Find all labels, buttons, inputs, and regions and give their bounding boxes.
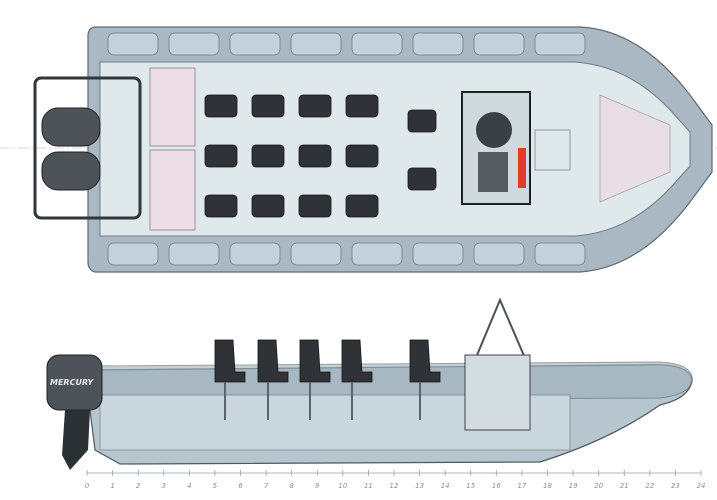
passenger-seat [345, 144, 379, 168]
deck [99, 61, 691, 237]
passenger-seat [298, 94, 332, 118]
jockey-seat-side [299, 339, 331, 383]
tube-chamber [534, 242, 586, 266]
tube-chamber [412, 32, 464, 56]
ruler-tick-label: 2 [136, 482, 141, 490]
ruler-tick-label: 9 [315, 482, 320, 490]
outboard-engine-top-1 [41, 107, 101, 147]
ruler-tick-label: 12 [390, 482, 399, 490]
ruler-tick-label: 19 [569, 482, 578, 490]
tube-chamber [351, 32, 403, 56]
ruler-tick-label: 21 [620, 482, 629, 490]
tube-chamber [229, 242, 281, 266]
tube-chamber [351, 242, 403, 266]
passenger-seat [204, 194, 238, 218]
passenger-seat [251, 194, 285, 218]
passenger-seat [345, 94, 379, 118]
tube-chamber [168, 242, 220, 266]
tube-chamber [168, 32, 220, 56]
passenger-seat [204, 144, 238, 168]
engine-brand-label: MERCURY [50, 378, 94, 387]
jockey-seat-side [214, 339, 246, 383]
ruler-tick-label: 8 [289, 482, 294, 490]
ruler-tick-label: 23 [671, 482, 680, 490]
ruler-tick-label: 10 [338, 482, 347, 490]
ruler-tick-label: 24 [697, 482, 706, 490]
helm-seat [407, 109, 437, 133]
passenger-seat [298, 144, 332, 168]
ruler-tick-label: 6 [238, 482, 243, 490]
ruler-tick-label: 1 [110, 482, 114, 490]
passenger-seat [251, 94, 285, 118]
bow-deck [599, 94, 671, 203]
ruler-tick-label: 22 [645, 482, 654, 490]
tube-chamber [107, 242, 159, 266]
tube-chamber [534, 32, 586, 56]
bow-locker [534, 129, 571, 171]
ruler-tick-label: 0 [85, 482, 90, 490]
ruler-tick-label: 17 [517, 482, 526, 490]
engine-leg [62, 410, 90, 470]
passenger-seat [298, 194, 332, 218]
passenger-seat [345, 194, 379, 218]
ruler-tick-label: 20 [594, 482, 603, 490]
jockey-seat-side [341, 339, 373, 383]
ruler-tick-label: 18 [543, 482, 552, 490]
console-side [464, 354, 531, 431]
red-equipment [518, 148, 526, 188]
ruler-tick-label: 14 [441, 482, 450, 490]
ruler-tick-label: 7 [264, 482, 269, 490]
ruler-tick-label: 11 [364, 482, 373, 490]
tube-chamber [473, 32, 525, 56]
ruler-tick-label: 3 [162, 482, 166, 490]
tube-chamber [107, 32, 159, 56]
ruler-tick-label: 5 [213, 482, 218, 490]
tube-chamber [290, 242, 342, 266]
passenger-seat [204, 94, 238, 118]
transom-frame [33, 76, 142, 220]
tube-chamber [229, 32, 281, 56]
passenger-seat [251, 144, 285, 168]
stern-panel-bottom [149, 149, 196, 231]
jockey-seat-side [409, 339, 441, 383]
ruler-tick-label: 13 [415, 482, 424, 490]
tube-chamber [412, 242, 464, 266]
tube-side [84, 361, 693, 401]
side-view: MERCURY [46, 297, 693, 470]
tube-chamber [290, 32, 342, 56]
jockey-seat-side [257, 339, 289, 383]
outboard-engine-top-2 [41, 151, 101, 191]
mast-frame [474, 297, 526, 361]
ruler-tick-label: 15 [466, 482, 475, 490]
ruler-tick-label: 4 [187, 482, 191, 490]
top-view [33, 26, 713, 273]
tube-chamber [473, 242, 525, 266]
helm-seat [407, 167, 437, 191]
console-station [478, 152, 508, 192]
ruler-tick-label: 16 [492, 482, 501, 490]
stern-panel-top [149, 67, 196, 147]
console-dome [476, 112, 512, 148]
